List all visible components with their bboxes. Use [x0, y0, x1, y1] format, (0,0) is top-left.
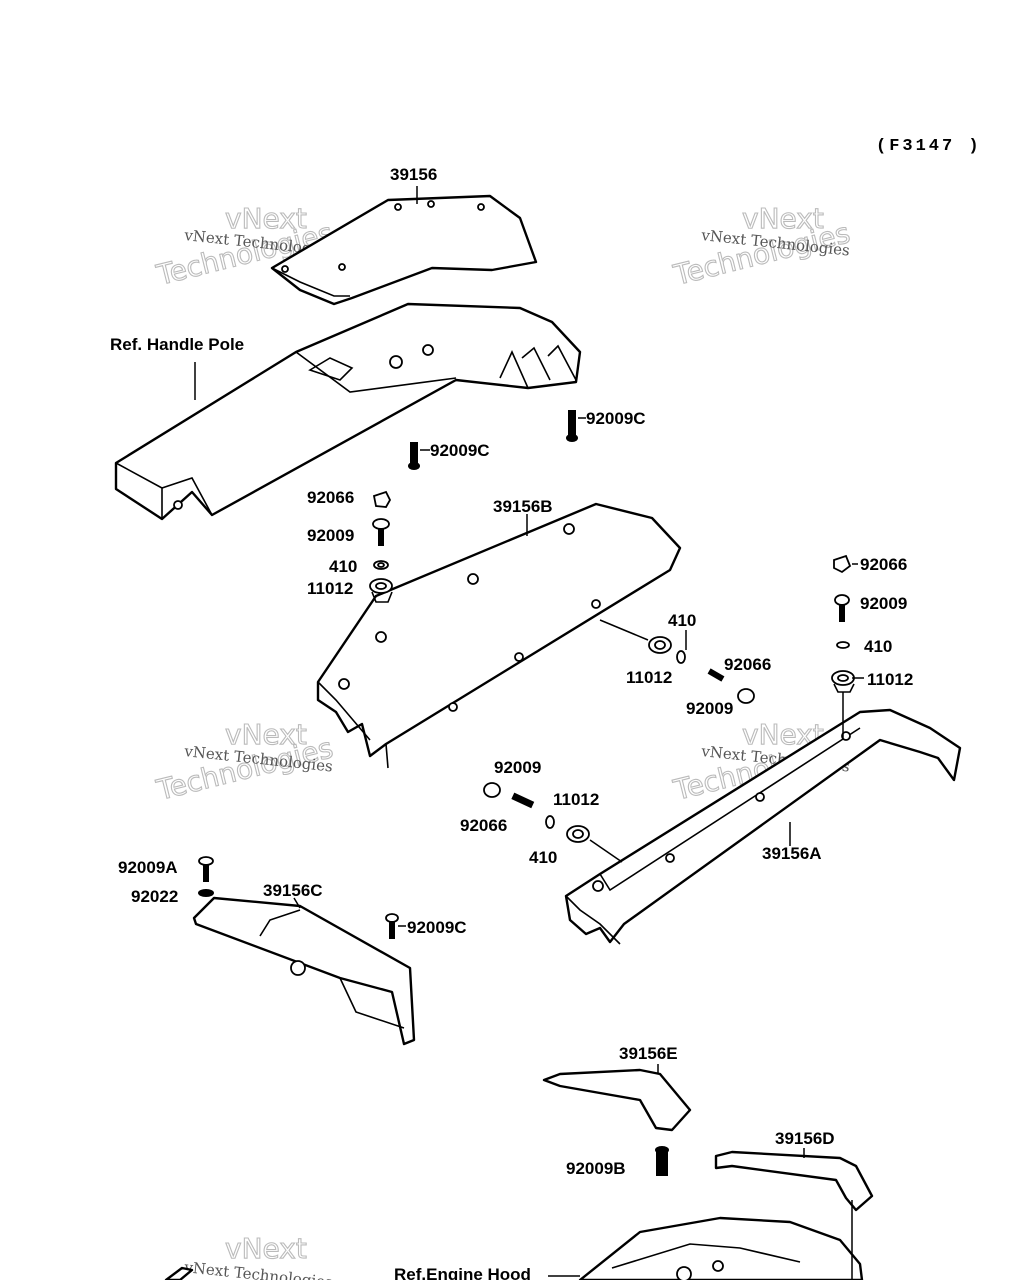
label-92066-d: 92066 [460, 816, 507, 835]
fastener-92009A [198, 856, 214, 897]
fastener-stack-left [369, 490, 393, 603]
fastener-cluster-mid [648, 636, 755, 704]
part-39156D [714, 1150, 874, 1212]
screw-92009C-c [385, 913, 399, 939]
label-410-a: 410 [329, 557, 357, 576]
watermark-outline-top: vNext [742, 202, 824, 235]
label-11012-d: 11012 [553, 790, 599, 809]
fastener-group [198, 410, 855, 1176]
label-39156D: 39156D [775, 1129, 835, 1148]
label-group: 39156 Ref. Handle Pole 92009C 92009C 920… [110, 165, 913, 1280]
screw-92009C-a [566, 410, 578, 442]
ref-handle-pole-shape [114, 302, 582, 521]
label-92009-a: 92009 [307, 526, 354, 545]
label-92009-b: 92009 [860, 594, 907, 613]
label-39156C: 39156C [263, 881, 323, 900]
part-39156B-guard [316, 502, 682, 769]
label-92009B: 92009B [566, 1159, 626, 1178]
label-92066-b: 92066 [860, 555, 907, 574]
label-92009A: 92009A [118, 858, 178, 877]
label-92066-a: 92066 [307, 488, 354, 507]
watermark-outline-top: vNext [225, 718, 307, 751]
diagram-code: (F3147 ) [876, 137, 982, 156]
label-ref-engine-hood: Ref.Engine Hood [394, 1265, 531, 1280]
label-92009-d: 92009 [494, 758, 541, 777]
label-92009C-a: 92009C [586, 409, 646, 428]
fastener-cluster-low [483, 782, 590, 843]
label-39156E: 39156E [619, 1044, 678, 1063]
part-39156-cover [270, 194, 538, 306]
label-11012-c: 11012 [626, 668, 672, 687]
part-39156A-bar [564, 708, 962, 945]
label-92009C-c: 92009C [407, 918, 467, 937]
label-39156A: 39156A [762, 844, 822, 863]
label-92066-c: 92066 [724, 655, 771, 674]
label-410-d: 410 [529, 848, 557, 867]
label-39156: 39156 [390, 165, 437, 184]
fastener-stack-right [831, 554, 855, 693]
label-92009C-b: 92009C [430, 441, 490, 460]
label-92022: 92022 [131, 887, 178, 906]
label-39156B: 39156B [493, 497, 553, 516]
part-39156C-bracket [192, 896, 416, 1046]
screw-92009B [655, 1146, 669, 1176]
ref-engine-hood-shape [164, 1216, 864, 1280]
label-ref-handle-pole: Ref. Handle Pole [110, 335, 244, 354]
label-11012-a: 11012 [307, 579, 353, 598]
watermark-outline-top: vNext [225, 202, 307, 235]
label-92009-c: 92009 [686, 699, 733, 718]
watermark-outline-top: vNext [225, 1232, 307, 1265]
label-410-c: 410 [668, 611, 696, 630]
label-410-b: 410 [864, 637, 892, 656]
part-39156E [542, 1068, 692, 1132]
label-11012-b: 11012 [867, 670, 913, 689]
leader-lines [194, 186, 864, 1280]
screw-92009C-b [408, 442, 420, 470]
